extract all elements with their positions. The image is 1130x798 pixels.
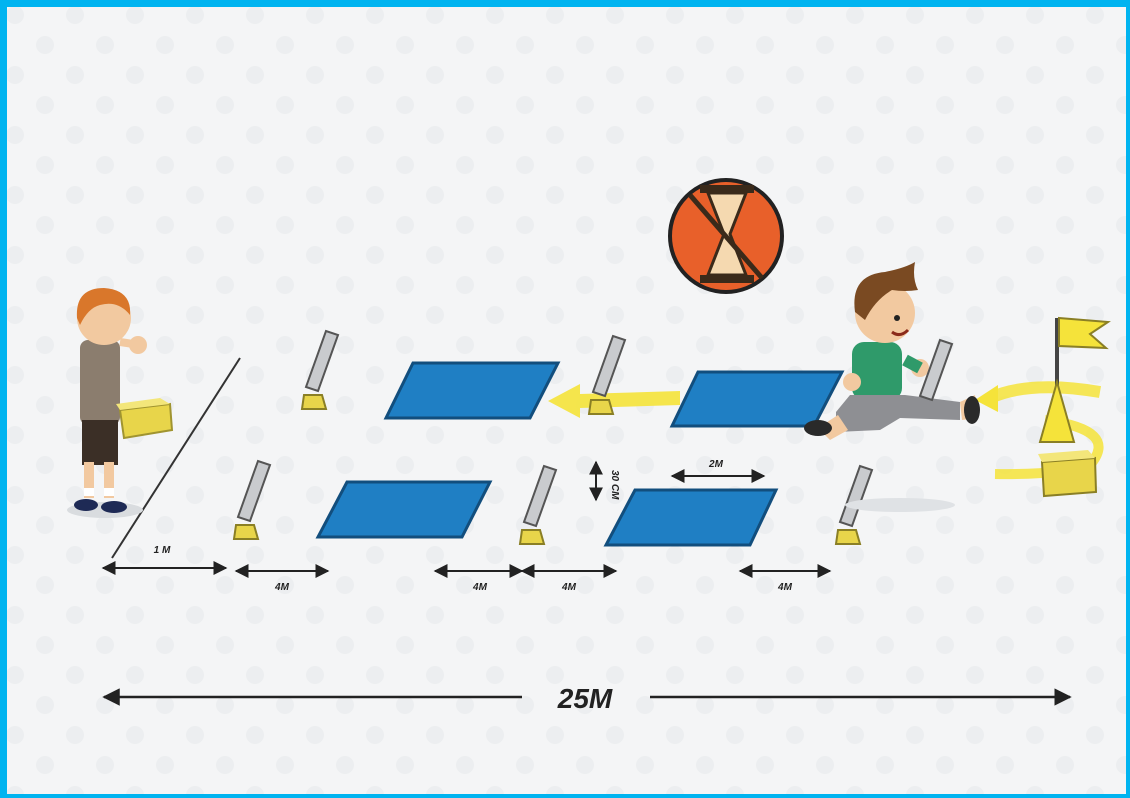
blue-frame — [0, 0, 1130, 798]
diagram-stage: 30 CM 2M 1 M 4M 4M 4M 4M — [0, 0, 1130, 798]
